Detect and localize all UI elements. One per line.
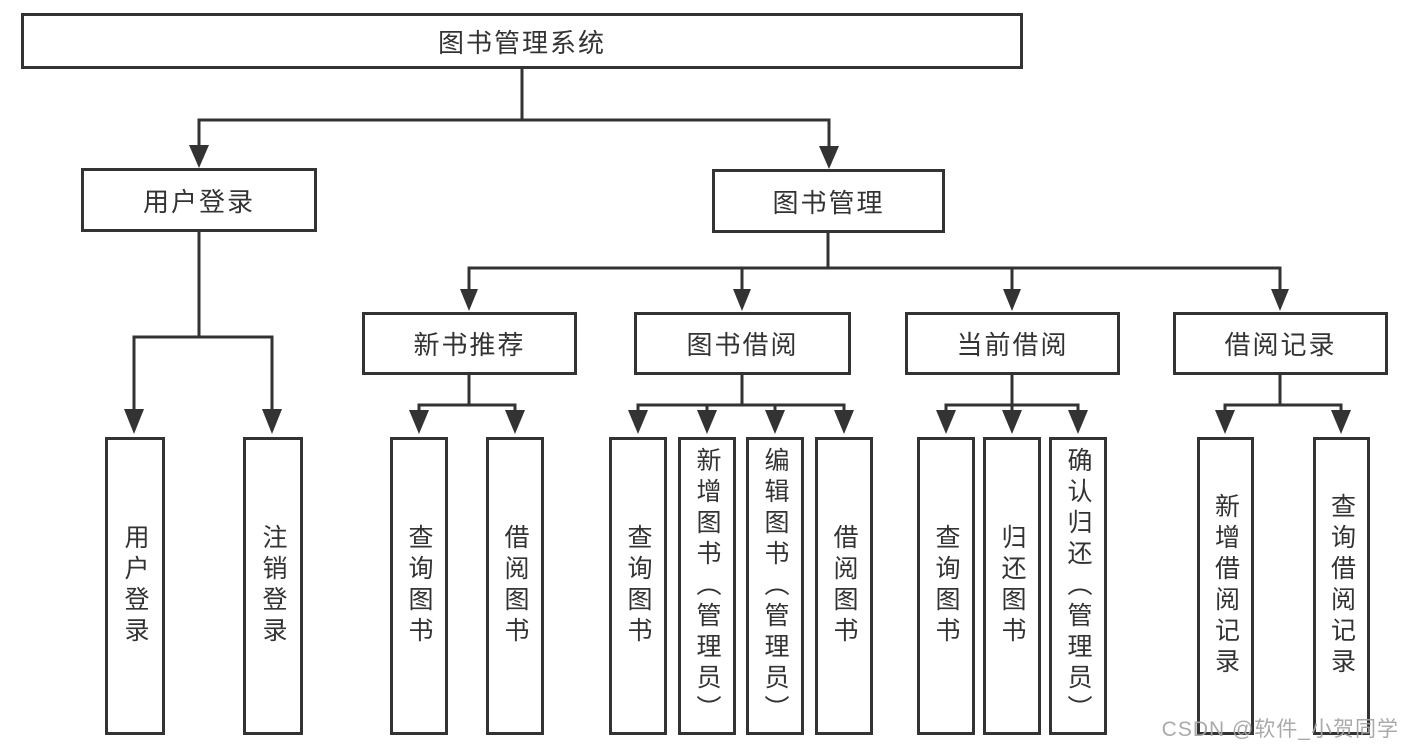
node-label: 编辑图书（管理员） bbox=[761, 446, 789, 726]
leaf-query-borrow-record: 查询借阅记录 bbox=[1313, 437, 1370, 735]
arrowheads-level3 bbox=[460, 289, 1289, 311]
node-root: 图书管理系统 bbox=[21, 13, 1023, 69]
leaf-query-books-current: 查询图书 bbox=[917, 437, 975, 735]
node-user-login: 用户登录 bbox=[81, 168, 317, 232]
connector-new-book-recommend bbox=[417, 375, 517, 412]
node-label: 归还图书 bbox=[998, 524, 1026, 648]
node-current-borrowing: 当前借阅 bbox=[905, 312, 1120, 375]
watermark: CSDN @软件_小贺同学 bbox=[1161, 718, 1399, 741]
node-label: 用户登录 bbox=[142, 186, 255, 217]
node-label: 查询借阅记录 bbox=[1327, 493, 1356, 679]
connector-book-borrowing bbox=[636, 375, 846, 412]
node-label: 查询图书 bbox=[932, 524, 960, 648]
leaf-borrow-books-recommend: 借阅图书 bbox=[486, 437, 544, 735]
leaf-borrow-books-borrowing: 借阅图书 bbox=[815, 437, 873, 735]
connector-book-management bbox=[467, 233, 1282, 291]
arrowheads-current-borrowing bbox=[936, 410, 1088, 434]
connector-user-login bbox=[132, 232, 274, 412]
leaf-return-books: 归还图书 bbox=[983, 437, 1041, 735]
node-label: 当前借阅 bbox=[956, 330, 1069, 360]
node-label: 图书借阅 bbox=[686, 330, 799, 360]
node-label: 新增图书（管理员） bbox=[693, 446, 721, 726]
node-label: 图书管理系统 bbox=[437, 27, 606, 58]
leaf-logout: 注销登录 bbox=[243, 437, 303, 735]
node-label: 注销登录 bbox=[259, 524, 287, 648]
leaf-confirm-return-admin: 确认归还（管理员） bbox=[1049, 437, 1107, 735]
node-label: 图书管理 bbox=[772, 187, 885, 218]
node-label: 确认归还（管理员） bbox=[1064, 446, 1092, 726]
arrowheads-new-book-recommend bbox=[409, 410, 525, 434]
connector-root-to-level2 bbox=[197, 69, 831, 149]
leaf-edit-books-admin: 编辑图书（管理员） bbox=[746, 437, 804, 735]
arrowheads-level2 bbox=[189, 145, 839, 169]
leaf-query-books-borrowing: 查询图书 bbox=[609, 437, 667, 735]
node-label: 用户登录 bbox=[121, 524, 149, 648]
node-label: 借阅图书 bbox=[830, 524, 858, 648]
node-book-management: 图书管理 bbox=[712, 169, 945, 233]
arrowheads-borrowing-records bbox=[1215, 410, 1351, 434]
leaf-query-books-recommend: 查询图书 bbox=[390, 437, 448, 735]
node-label: 查询图书 bbox=[405, 524, 433, 648]
node-book-borrowing: 图书借阅 bbox=[634, 312, 851, 375]
arrowheads-user-login bbox=[124, 409, 282, 434]
node-label: 借阅记录 bbox=[1224, 330, 1337, 360]
node-label: 新书推荐 bbox=[413, 330, 526, 360]
node-label: 借阅图书 bbox=[501, 524, 529, 648]
node-label: 新增借阅记录 bbox=[1211, 493, 1240, 679]
connector-current-borrowing bbox=[944, 375, 1080, 412]
arrowheads-book-borrowing bbox=[628, 410, 854, 434]
node-label: 查询图书 bbox=[624, 524, 652, 648]
leaf-add-books-admin: 新增图书（管理员） bbox=[678, 437, 736, 735]
node-borrowing-records: 借阅记录 bbox=[1173, 312, 1388, 375]
connector-borrowing-records bbox=[1223, 375, 1343, 412]
leaf-user-login: 用户登录 bbox=[105, 437, 165, 735]
leaf-add-borrow-record: 新增借阅记录 bbox=[1197, 437, 1254, 735]
node-new-book-recommend: 新书推荐 bbox=[362, 312, 577, 375]
